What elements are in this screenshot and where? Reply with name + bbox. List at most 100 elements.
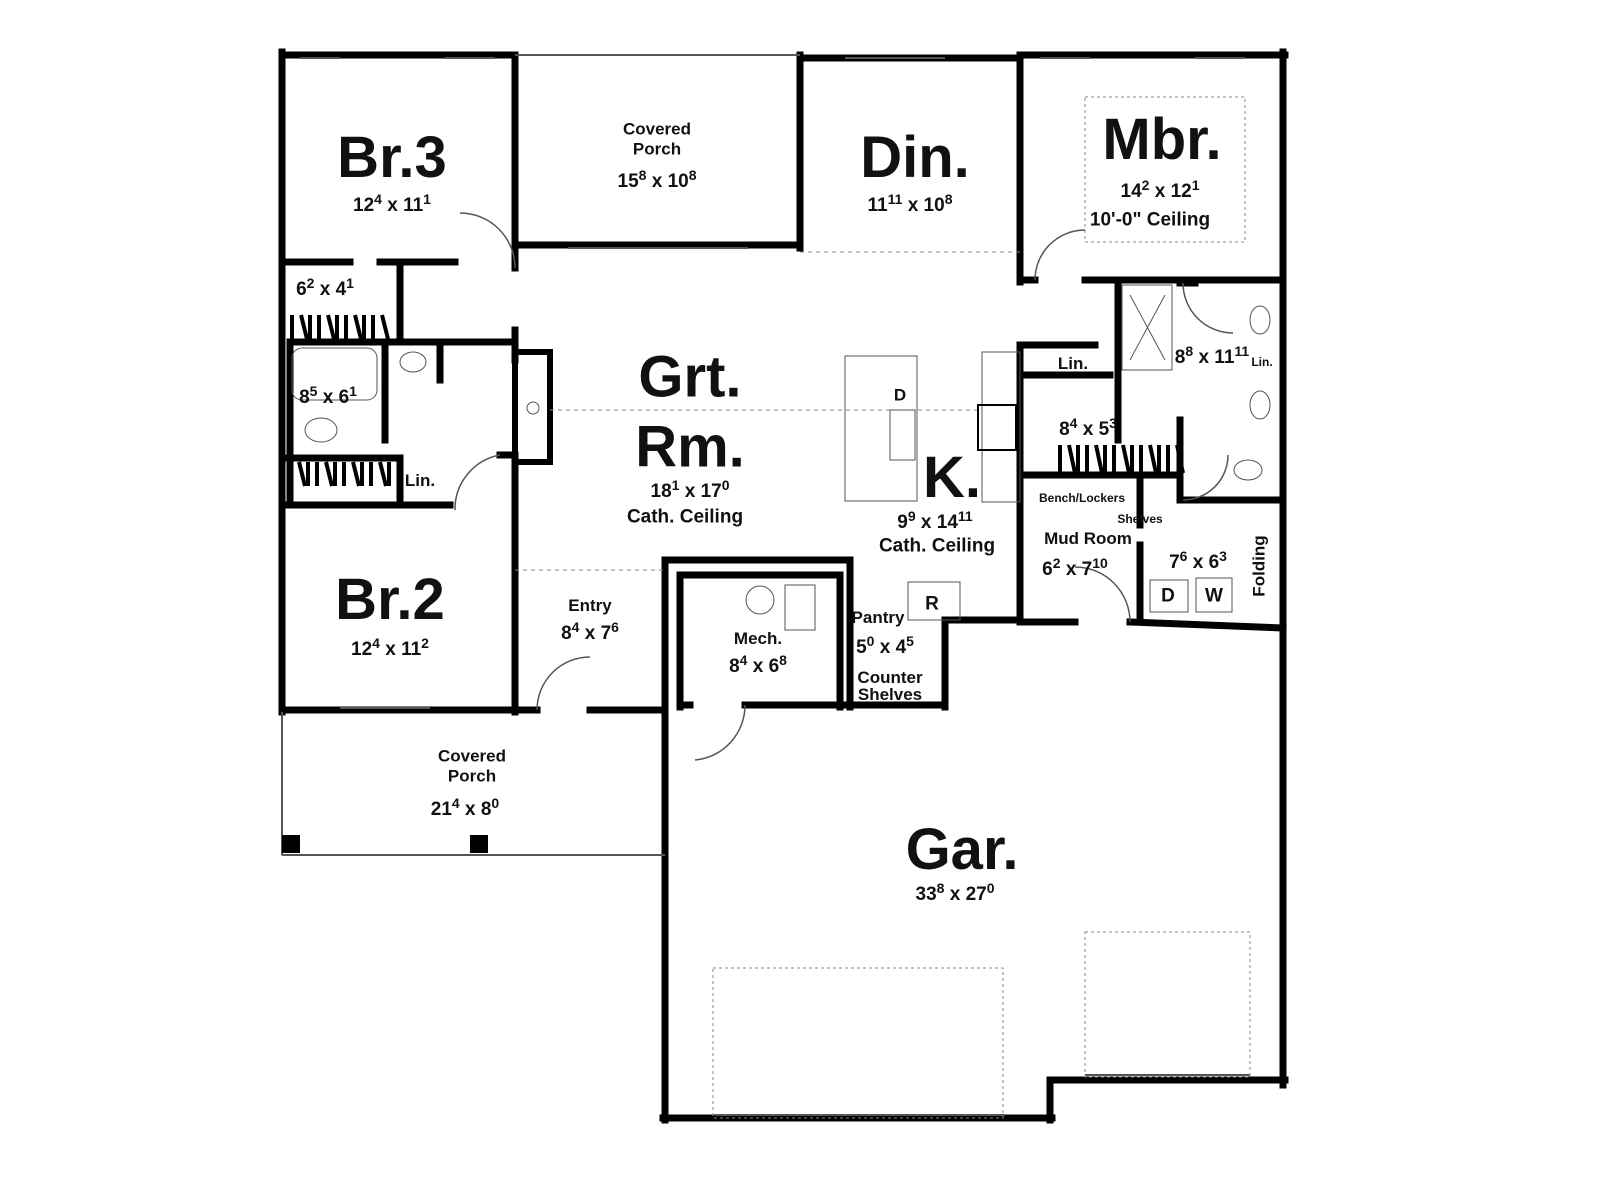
sink-icon	[1249, 305, 1271, 335]
closet-shelf	[1094, 444, 1104, 474]
range-label: R	[925, 593, 939, 615]
depth-feet: 14	[936, 512, 958, 533]
depth-feet: 17	[700, 481, 722, 502]
width-feet: 5	[856, 637, 867, 658]
depth-feet: 12	[1170, 181, 1192, 202]
room-name-porch-bottom: Covered Porch	[437, 746, 507, 786]
room-dimensions-bath2: 85 x 61	[299, 383, 357, 409]
depth-inches: 8	[944, 191, 953, 207]
depth-feet: 6	[338, 387, 350, 408]
closet-shelf	[1175, 444, 1185, 474]
separator: x	[944, 884, 966, 905]
depth-feet: 10	[667, 171, 689, 192]
width-feet: 15	[617, 171, 639, 192]
width-inches: 2	[1141, 177, 1150, 193]
room-note-kit: Cath. Ceiling	[878, 535, 996, 557]
counter-shelves-label: Counter Shelves	[857, 668, 923, 704]
sink-icon	[1249, 390, 1271, 420]
room-dimensions-din: 1111 x 108	[868, 191, 953, 217]
room-dimensions-pantry: 50 x 45	[856, 633, 914, 659]
shelves-label: Shelves	[1117, 512, 1163, 526]
width-inches: 5	[309, 383, 318, 399]
furnace-icon	[784, 584, 816, 631]
room-name-din: Din.	[860, 125, 970, 191]
width-feet: 6	[1042, 559, 1053, 580]
room-name-lin-mbath: Lin.	[1251, 354, 1273, 369]
water-heater-icon	[745, 585, 775, 615]
closet-shelf	[1121, 444, 1131, 474]
room-dimensions-wic: 84 x 53	[1059, 415, 1117, 441]
shower	[1121, 284, 1173, 371]
depth-inches: 6	[611, 619, 619, 635]
separator: x	[902, 195, 924, 216]
depth-feet: 4	[895, 637, 907, 658]
room-name-grt: Grt. Rm.	[635, 344, 745, 479]
closet-shelf	[324, 461, 334, 487]
depth-inches: 1	[1191, 177, 1200, 193]
washer	[1195, 577, 1233, 613]
kitchen-counter	[981, 351, 1021, 503]
room-name-br2: Br.2	[335, 567, 445, 633]
separator: x	[1077, 419, 1099, 440]
room-name-mech: Mech.	[733, 628, 783, 648]
width-feet: 9	[897, 512, 908, 533]
width-feet: 8	[299, 387, 310, 408]
toilet-icon	[304, 417, 338, 443]
depth-inches: 5	[906, 633, 914, 649]
width-feet: 8	[561, 623, 572, 644]
door-swing	[536, 656, 591, 711]
separator: x	[579, 623, 601, 644]
closet-shelf	[380, 314, 390, 340]
depth-feet: 5	[1098, 419, 1110, 440]
depth-feet: 6	[768, 656, 780, 677]
depth-inches: 1	[349, 383, 357, 399]
width-inches: 8	[936, 880, 945, 896]
cooktop-icon	[977, 404, 1017, 451]
separator: x	[314, 279, 336, 300]
depth-feet: 27	[965, 884, 987, 905]
door-swing	[459, 212, 516, 269]
depth-inches: 0	[491, 795, 500, 811]
separator: x	[747, 656, 769, 677]
width-feet: 12	[351, 639, 373, 660]
dryer-label: D	[1161, 585, 1175, 607]
room-dimensions-porch-top: 158 x 108	[617, 167, 697, 193]
depth-inches: 2	[421, 635, 429, 651]
room-name-lin-mbr: Lin.	[1057, 353, 1089, 373]
width-feet: 7	[1169, 552, 1180, 573]
width-feet: 8	[1059, 419, 1070, 440]
room-dimensions-porch-bottom: 214 x 80	[431, 795, 499, 821]
depth-inches: 8	[688, 167, 697, 183]
dishwasher-label: D	[893, 385, 907, 405]
room-dimensions-kit: 99 x 1411	[897, 508, 972, 534]
shower-drain	[1129, 294, 1166, 361]
closet-shelf	[351, 461, 361, 487]
width-inches: 4	[372, 635, 380, 651]
door-swing	[1034, 229, 1086, 281]
room-name-porch-top: Covered Porch	[622, 119, 692, 159]
door-swing	[694, 704, 746, 761]
depth-feet: 4	[335, 279, 347, 300]
depth-inches: 11	[1234, 343, 1250, 359]
porch-post	[282, 835, 300, 853]
depth-inches: 3	[1219, 548, 1227, 564]
wall	[1126, 618, 1287, 632]
room-dimensions-entry: 84 x 76	[561, 619, 619, 645]
width-inches: 0	[866, 633, 875, 649]
sink-icon	[399, 351, 427, 373]
width-inches: 4	[1069, 415, 1078, 431]
depth-feet: 10	[923, 195, 945, 216]
separator: x	[1193, 347, 1215, 368]
door-swing	[1182, 282, 1234, 334]
folding-label: Folding	[1249, 535, 1269, 597]
fireplace-grate-icon	[526, 401, 540, 415]
separator: x	[381, 195, 404, 216]
width-inches: 8	[638, 167, 647, 183]
separator: x	[915, 512, 937, 533]
room-dimensions-mud: 62 x 710	[1042, 555, 1108, 581]
width-feet: 33	[915, 884, 937, 905]
room-name-mud: Mud Room	[1044, 528, 1132, 548]
width-inches: 1	[671, 477, 680, 493]
width-feet: 8	[1174, 347, 1186, 368]
